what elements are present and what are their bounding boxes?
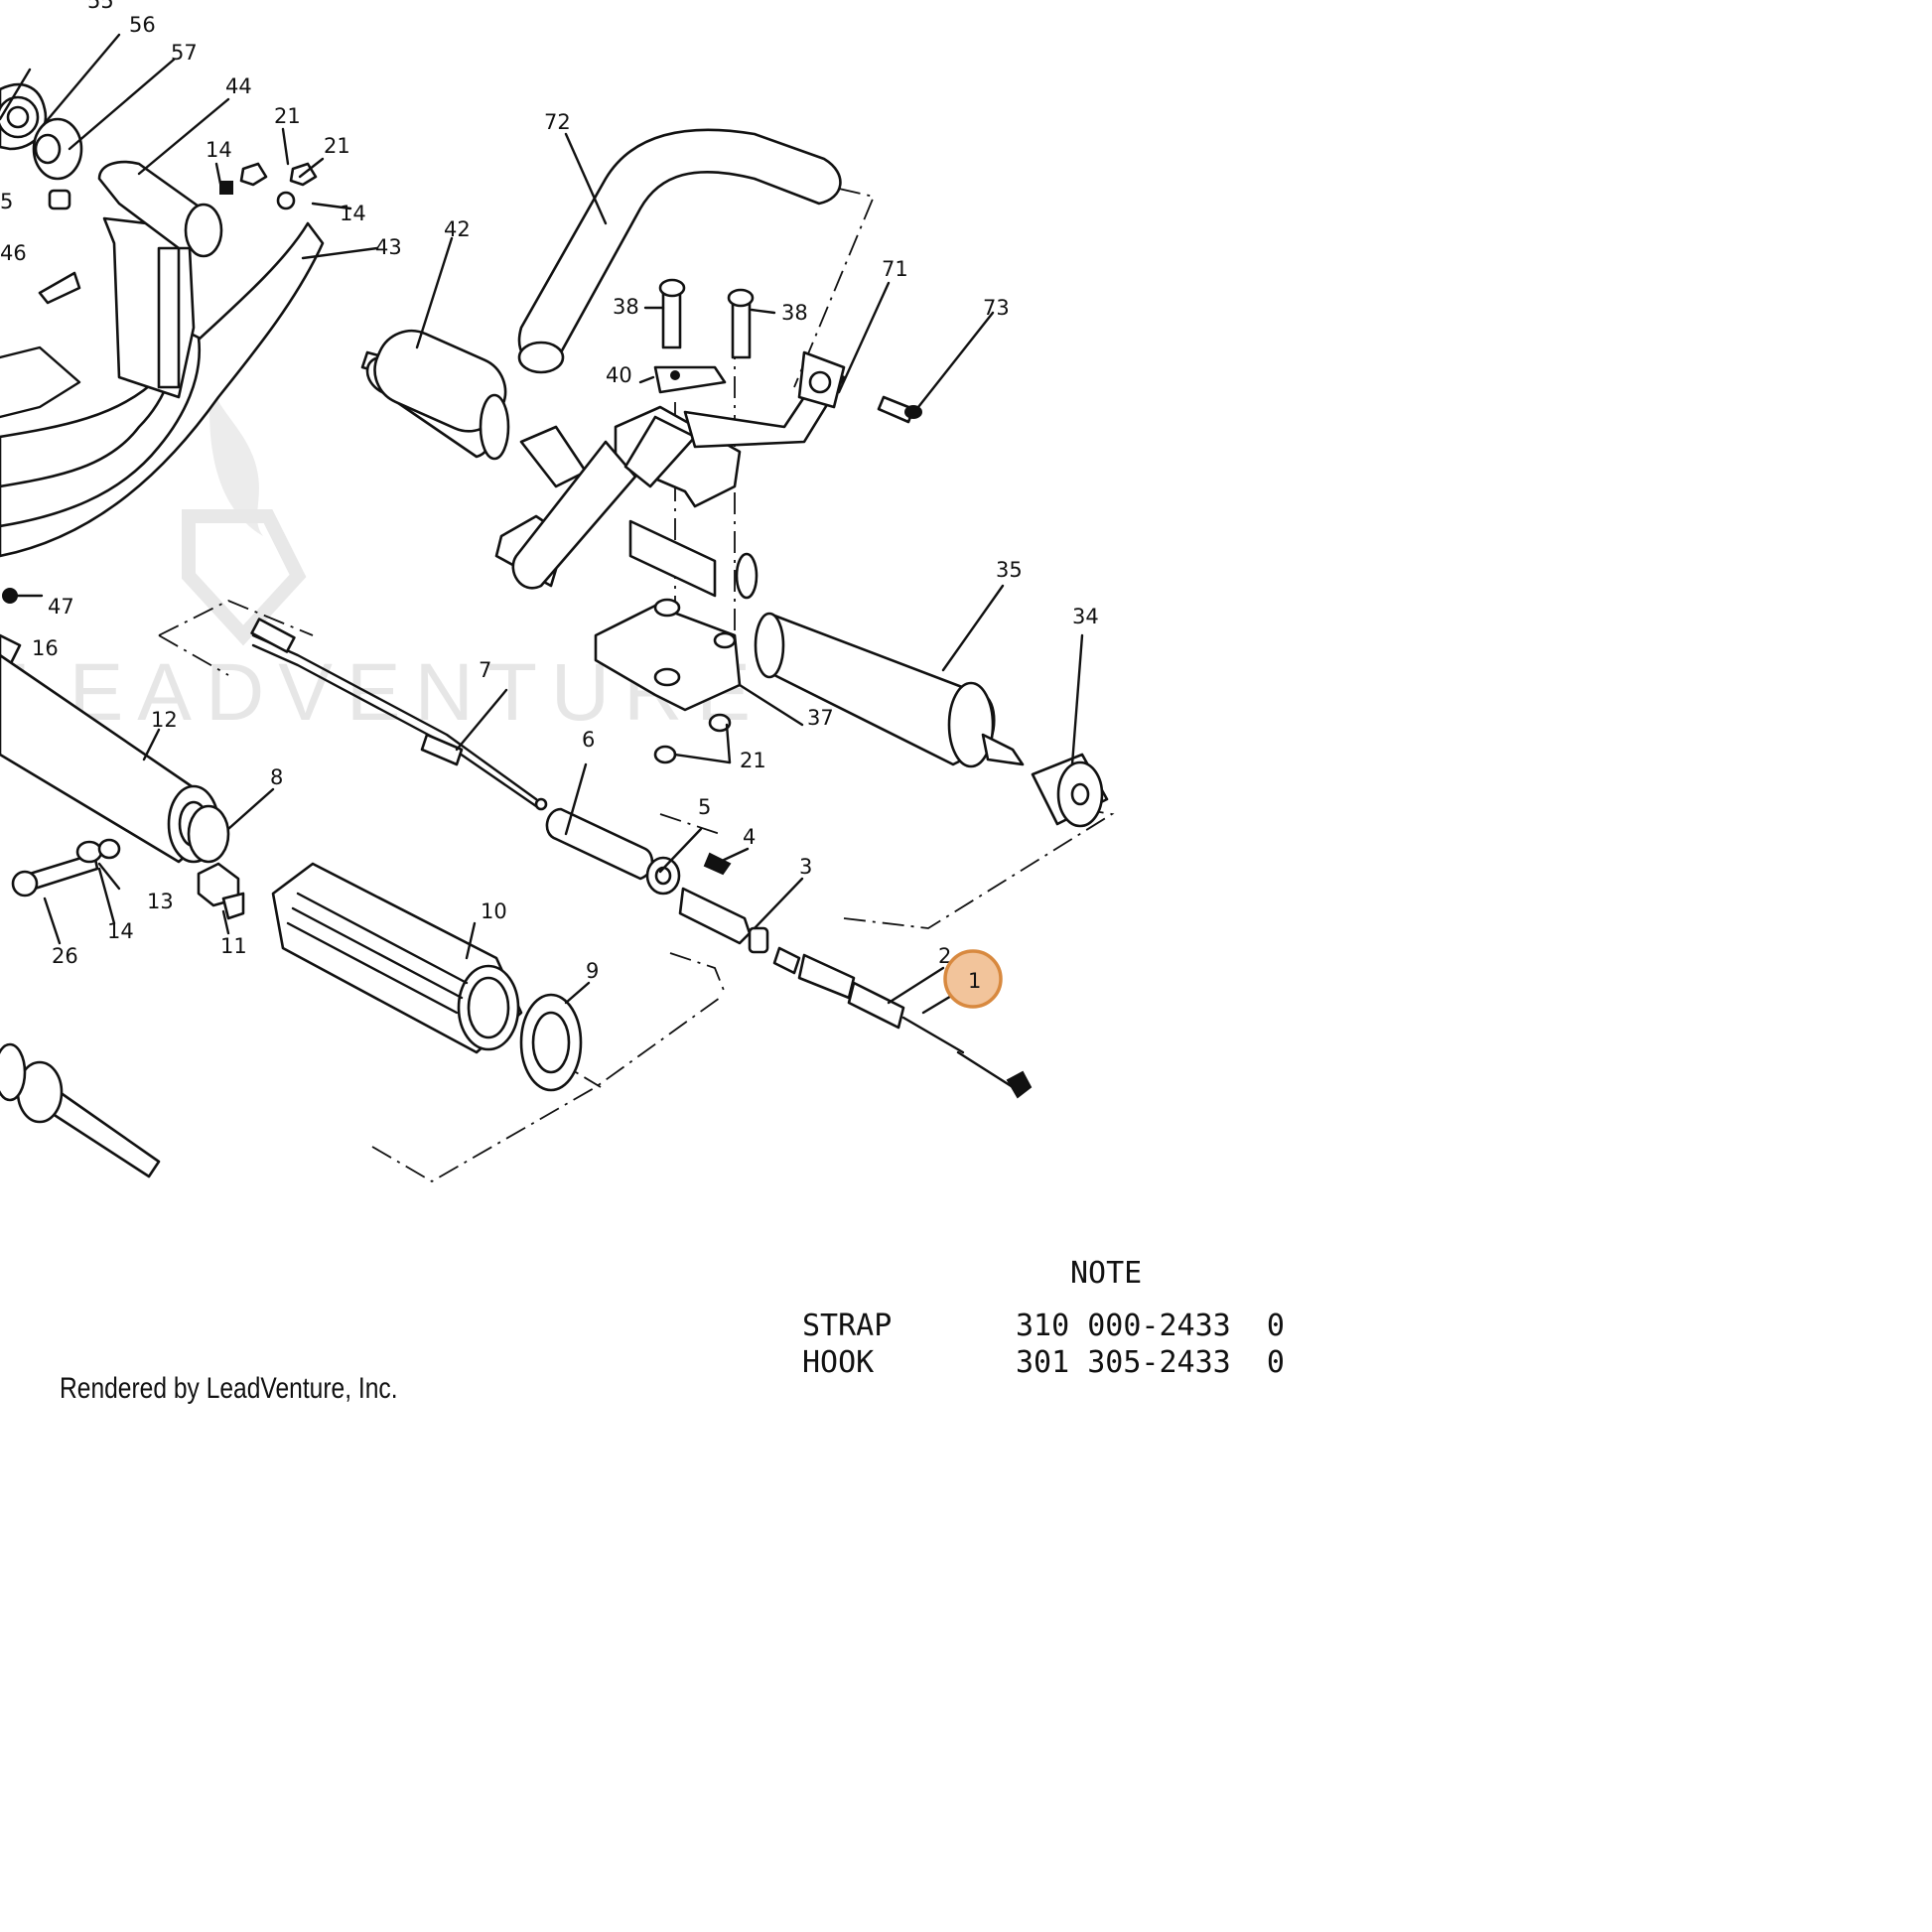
callout-71: 71 [882,257,908,281]
callout-42: 42 [444,217,471,241]
note-row-name: STRAP [802,1309,893,1343]
callout-56: 56 [129,13,156,37]
callout-13: 13 [147,890,174,913]
callout-21: 21 [274,104,301,128]
note-row-name: HOOK [802,1345,875,1380]
throttle-cable-parts [250,618,1033,1099]
callout-14: 14 [340,202,366,225]
callout-12: 12 [151,708,178,732]
callout-16: 16 [32,636,59,660]
callout-73: 73 [983,296,1010,320]
callout-labels: 55 56 57 44 14 21 21 14 5 46 43 42 72 38… [0,0,1099,983]
note-row-number: 301 305-2433 0 [1016,1345,1285,1380]
callout-10: 10 [481,899,507,923]
callout-72: 72 [544,110,571,134]
hotspot-marker[interactable] [943,949,1003,1009]
callout-7: 7 [479,658,491,682]
callout-6: 6 [582,728,595,752]
callout-3: 3 [799,855,812,879]
handlebar-assembly [360,128,1109,828]
callout-35: 35 [996,558,1023,582]
callout-37: 37 [807,706,834,730]
callout-21: 21 [324,134,350,158]
note-title: NOTE [1070,1256,1143,1291]
hotspot-part-1[interactable]: 1 [943,949,1003,1009]
callout-57: 57 [171,41,198,65]
callout-45: 5 [0,190,13,213]
callout-44: 44 [225,74,252,98]
callout-5: 5 [698,795,711,819]
callout-26: 26 [52,944,78,968]
callout-2: 2 [938,944,951,968]
callout-43: 43 [375,235,402,259]
callout-38: 38 [781,301,808,325]
callout-55: 55 [87,0,114,13]
front-fender-assembly [0,82,325,667]
leader-lines [0,33,1084,1015]
callout-9: 9 [586,959,599,983]
callout-8: 8 [270,765,283,789]
lower-left-parts [0,653,583,1178]
callout-21: 21 [740,749,766,772]
callout-14: 14 [107,919,134,943]
callout-4: 4 [743,825,756,849]
callout-40: 40 [606,363,632,387]
callout-1[interactable]: 1 [968,969,981,993]
note-row-number: 310 000-2433 0 [1016,1309,1285,1343]
callout-47: 47 [48,595,74,619]
callout-11: 11 [220,934,247,958]
callout-38: 38 [613,295,639,319]
callout-46: 46 [0,241,27,265]
callout-34: 34 [1072,605,1099,628]
callout-14: 14 [206,138,232,162]
rendered-by-credit: Rendered by LeadVenture, Inc. [60,1372,398,1405]
